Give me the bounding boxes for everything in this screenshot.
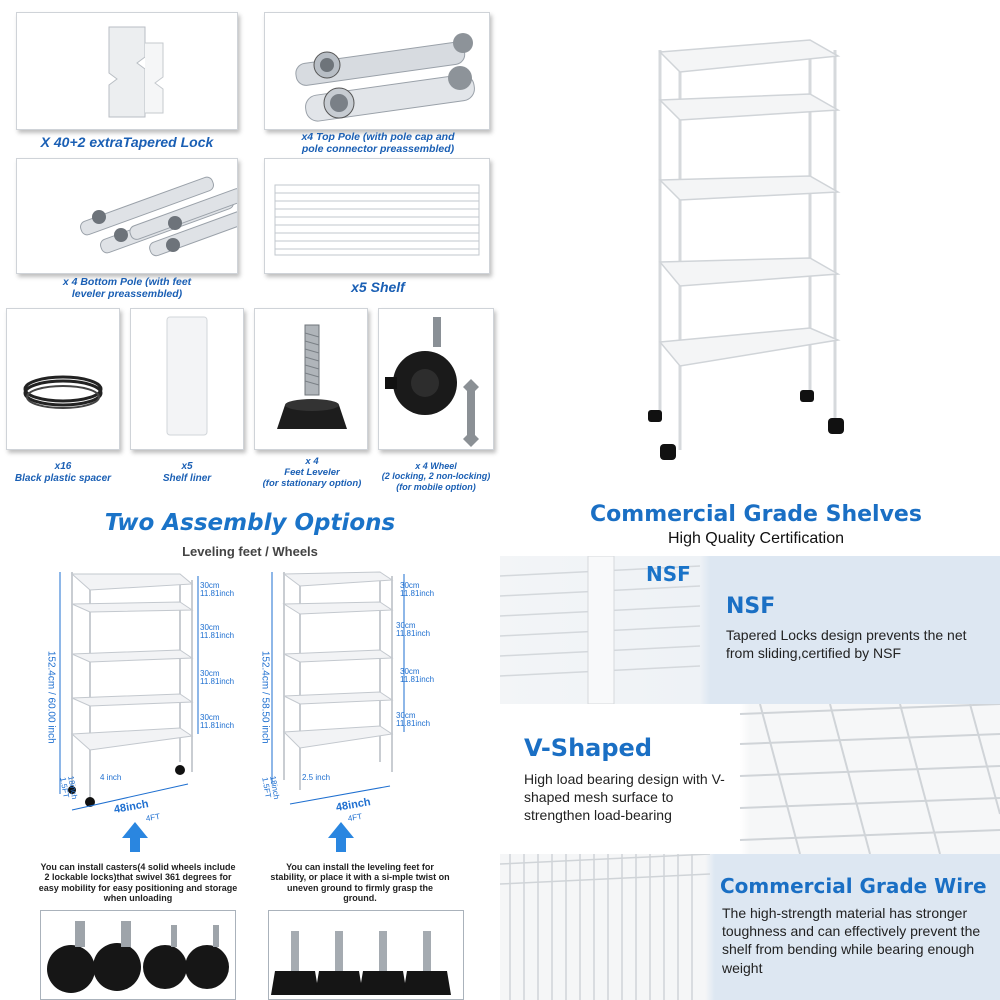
- assembly-panel: Two Assembly Options Leveling feet / Whe…: [0, 500, 500, 1000]
- left-gap-3: 30cm 11.81inch: [200, 669, 235, 687]
- feet-leveler-image: [277, 324, 347, 429]
- up-arrow-icon: [328, 822, 354, 852]
- right-foot-label: 2.5 inch: [302, 773, 331, 782]
- product-panel: [500, 0, 1000, 500]
- top-pole-caption: x4 Top Pole (with pole cap and pole conn…: [262, 131, 494, 155]
- vshaped-text: High load bearing design with V-shaped m…: [524, 771, 725, 824]
- shelf-caption: x5 Shelf: [351, 279, 405, 295]
- wheel-image: [385, 317, 479, 447]
- wheel-caption-line2: (2 locking, 2 non-locking): [381, 471, 491, 482]
- wheel-caption-line1: x 4 Wheel: [415, 461, 457, 471]
- up-arrow-icon: [122, 822, 148, 852]
- top-pole-image: [295, 33, 475, 122]
- left-gap-4: 30cm 11.81inch: [200, 713, 235, 731]
- assembly-subtitle: Leveling feet / Wheels: [182, 544, 318, 559]
- feet-option-diagram: [271, 571, 405, 805]
- right-gap-4: 30cm 11.81inch: [396, 711, 431, 729]
- wheels-photo: [40, 910, 236, 1000]
- wheel-option-note: You can install casters(4 solid wheels i…: [38, 862, 238, 904]
- shelf-tile: [264, 158, 490, 274]
- right-gap-3: 30cm 11.81inch: [400, 667, 435, 685]
- shelf-unit-image: [648, 39, 844, 460]
- v-mesh-image: [739, 704, 1000, 854]
- feet-tile: [254, 308, 368, 450]
- spacer-tile: [6, 308, 120, 450]
- vshaped-block: V-Shaped High load bearing design with V…: [500, 704, 1000, 854]
- bottom-pole-tile: [16, 158, 255, 274]
- wire-mesh-image: [500, 853, 711, 1000]
- shelf-stack-image: [274, 184, 480, 256]
- top-pole-caption-line1: x4 Top Pole (with pole cap and: [301, 131, 455, 143]
- spacer-caption-line2: Black plastic spacer: [14, 472, 112, 484]
- liner-image: [166, 316, 208, 436]
- right-gap-2: 30cm 11.81inch: [396, 621, 431, 639]
- tapered-lock-caption: X 40+2 extraTapered Lock: [40, 134, 214, 150]
- left-gap-1: 30cm 11.81inch: [200, 581, 235, 599]
- nsf-title: NSF: [726, 594, 776, 619]
- nsf-block: NSF NSF Tapered Locks design prevents th…: [500, 555, 1000, 705]
- wire-pole-image: [500, 555, 701, 705]
- left-gap-2: 30cm 11.81inch: [200, 623, 235, 641]
- bottom-pole-caption: x 4 Bottom Pole (with feet leveler preas…: [14, 276, 240, 300]
- wheel-caption-line3: (for mobile option): [396, 481, 476, 492]
- wheels-image: [47, 921, 229, 993]
- liner-caption-line1: x5: [181, 461, 193, 472]
- wire-title: Commercial Grade Wire: [720, 874, 987, 898]
- features-subtitle: High Quality Certification: [667, 530, 845, 547]
- bottom-pole-caption-line2: leveler preassembled): [71, 288, 183, 301]
- left-height-label: 152.4cm / 60.00 inch: [45, 650, 57, 744]
- assembly-title: Two Assembly Options: [104, 510, 396, 536]
- spacer-image: [23, 375, 103, 409]
- tapered-lock-tile: [16, 12, 238, 130]
- right-height-label: 152.4cm / 58.50 inch: [259, 650, 271, 744]
- feet-option-note: You can install the leveling feet for st…: [270, 862, 450, 904]
- wire-text: The high-strength material has stronger …: [722, 905, 981, 976]
- feet-caption-line2: Feet Leveler: [284, 466, 340, 478]
- features-panel: Commercial Grade Shelves High Quality Ce…: [500, 500, 1000, 1000]
- feet-photo: [268, 910, 464, 1000]
- nsf-logo: NSF: [646, 562, 691, 586]
- parts-panel: X 40+2 extraTapered Lock x4 Top Pole (wi…: [0, 0, 500, 500]
- left-depth-label: 18inch 1.5FT: [57, 775, 80, 800]
- liner-tile: [130, 308, 244, 450]
- right-depth-label: 18inch 1.5FT: [259, 775, 282, 800]
- wheel-option-diagram: [59, 572, 199, 811]
- feet-levelers-image: [271, 931, 451, 995]
- nsf-text: Tapered Locks design prevents the net fr…: [726, 627, 967, 662]
- wheel-tile: [378, 308, 494, 450]
- liner-caption-line2: Shelf liner: [162, 472, 212, 484]
- liner-caption: x5 Shelf liner: [126, 461, 248, 484]
- feet-caption-line1: x 4: [305, 456, 319, 467]
- bottom-pole-image: [80, 176, 255, 257]
- tapered-lock-image: [108, 26, 164, 118]
- spacer-caption: x16 Black plastic spacer: [0, 461, 126, 484]
- top-pole-caption-line2: pole connector preassembled): [301, 143, 455, 156]
- spacer-caption-line1: x16: [54, 461, 72, 472]
- wheel-caption: x 4 Wheel (2 locking, 2 non-locking) (fo…: [372, 461, 500, 492]
- bottom-pole-caption-line1: x 4 Bottom Pole (with feet: [62, 276, 192, 288]
- wire-block: Commercial Grade Wire The high-strength …: [500, 853, 1000, 1000]
- left-caster-label: 4 inch: [100, 773, 122, 782]
- feet-caption-line3: (for stationary option): [262, 477, 362, 489]
- right-gap-1: 30cm 11.81inch: [400, 581, 435, 599]
- vshaped-title: V-Shaped: [524, 734, 652, 762]
- features-title: Commercial Grade Shelves: [590, 502, 922, 527]
- top-pole-tile: [264, 12, 490, 130]
- feet-caption: x 4 Feet Leveler (for stationary option): [250, 456, 374, 490]
